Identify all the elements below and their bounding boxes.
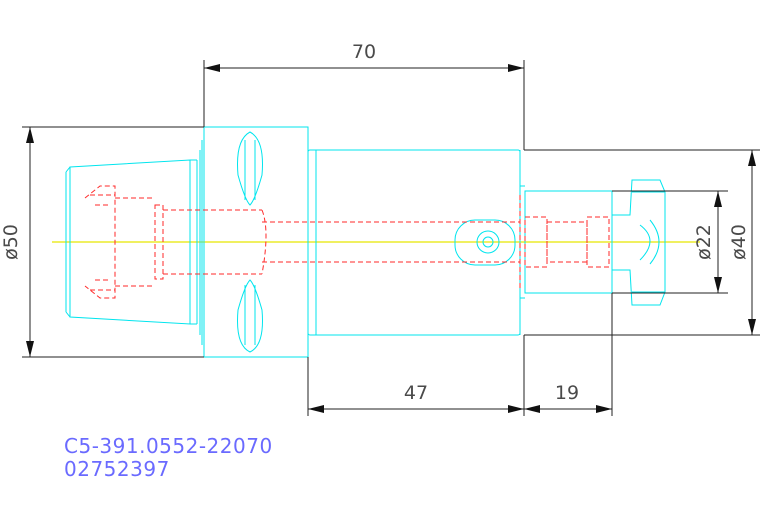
dim-shank-length: 19	[524, 293, 613, 416]
collet-nut	[65, 159, 198, 325]
flange-diameter-label: ø50	[0, 224, 22, 260]
dim-body-length: 47	[307, 335, 525, 416]
total-length-label: 70	[352, 41, 376, 63]
dim-flange-diameter: ø50	[0, 126, 204, 358]
part-designation: C5-391.0552-22070	[64, 434, 273, 458]
bore-diameter-label: ø22	[693, 224, 715, 260]
shank-diameter-label: ø40	[728, 224, 750, 260]
retention-knob	[611, 179, 666, 306]
hidden-lines	[84, 185, 610, 299]
hex-socket	[454, 219, 516, 266]
dim-bore-diameter: ø22	[612, 190, 728, 294]
item-number: 02752397	[64, 457, 170, 481]
shank-length-label: 19	[555, 382, 579, 404]
dim-total-length: 70	[203, 41, 525, 150]
body-length-label: 47	[404, 382, 428, 404]
dim-shank-diameter: ø40	[524, 149, 760, 336]
